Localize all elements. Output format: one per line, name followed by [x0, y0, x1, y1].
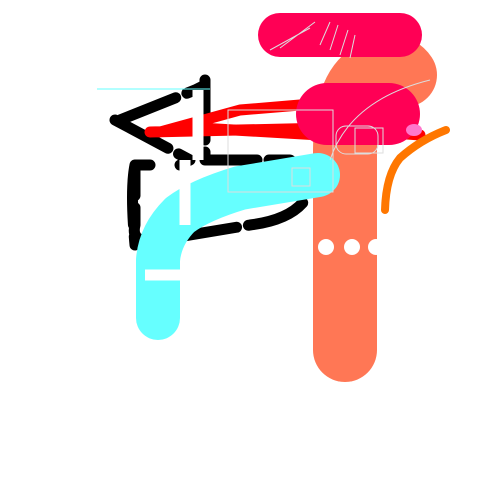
crimson-middle-bar [296, 83, 420, 145]
thin-light-outlines [97, 21, 431, 193]
pink-dot [406, 124, 422, 136]
white-dot-2 [344, 239, 360, 255]
white-gap-stroke [145, 90, 204, 281]
orange-hook [381, 126, 450, 214]
crimson-top-bar [258, 13, 422, 57]
white-dot-3 [368, 239, 384, 255]
white-dot-1 [318, 239, 334, 255]
